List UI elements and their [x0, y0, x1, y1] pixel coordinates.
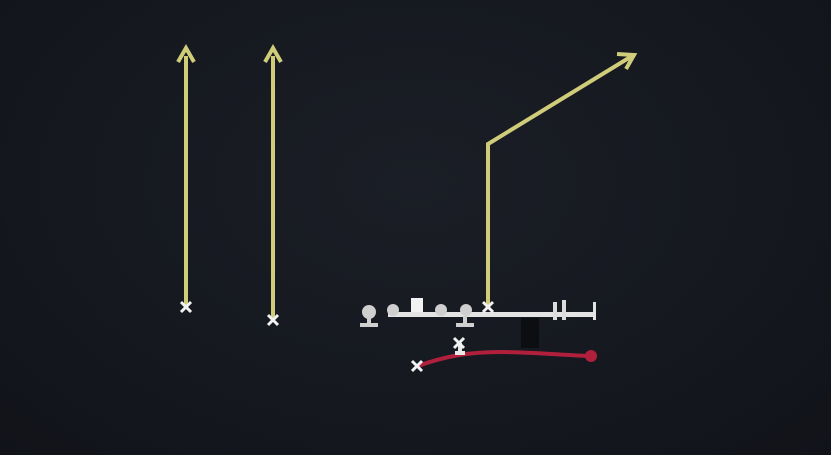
back-upright [455, 343, 465, 355]
player-x-slot-receiver [481, 300, 495, 314]
motion-path [417, 349, 597, 368]
lineman-2 [387, 304, 399, 316]
player-x-wr-left-1 [179, 300, 193, 314]
tight-end-block [521, 318, 539, 348]
player-x-back-upright [452, 336, 466, 350]
route-corner [486, 52, 638, 306]
center [411, 298, 423, 312]
lineman-1 [362, 305, 376, 319]
lineman-3 [435, 304, 447, 316]
lineman-4 [460, 304, 472, 316]
line-of-scrimmage-bar [388, 312, 594, 317]
player-x-back-motion [410, 359, 424, 373]
offensive-line [360, 298, 596, 348]
player-x-wr-left-2 [266, 313, 280, 327]
line-end-cap [593, 302, 596, 320]
route-go-2 [263, 43, 283, 318]
route-go-1 [176, 43, 196, 306]
